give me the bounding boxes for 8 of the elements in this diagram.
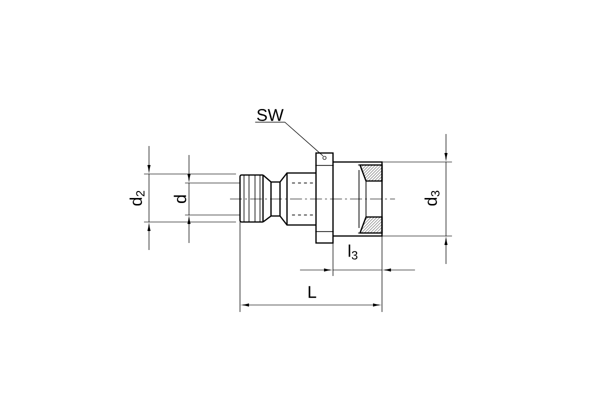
size-label: SW: [257, 109, 284, 121]
dimension-label: d: [174, 195, 186, 203]
leader-line: [254, 122, 324, 156]
hex-nut: [314, 152, 334, 244]
dimension-label: d$_{3}$: [424, 190, 440, 206]
dimension-label: d$_{2}$: [130, 190, 144, 206]
dimension-label: L: [308, 286, 316, 298]
dimension-label: l$_{3}$: [348, 244, 358, 260]
